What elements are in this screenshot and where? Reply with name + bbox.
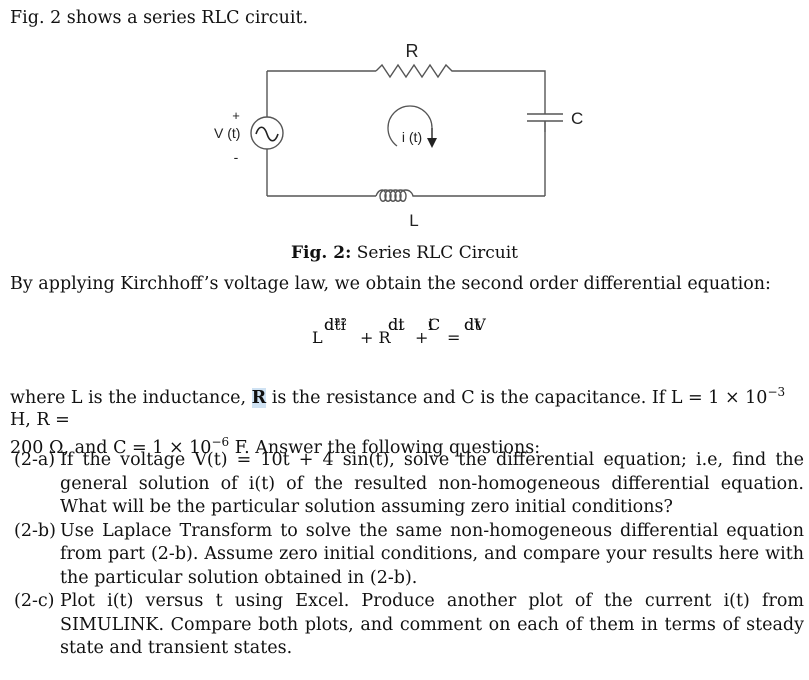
eq-dt2: dt² [324,315,348,334]
question-label: (2-b) [14,520,56,541]
where-line-1: where L is the inductance, R is the resi… [10,385,786,430]
highlighted-R: R [251,387,267,408]
eq-d2i: d²i [324,315,346,334]
sine-wave-icon [255,126,279,142]
intro-text: Fig. 2 shows a series RLC circuit. [10,8,309,28]
eq-plus: + [415,328,429,347]
inductor-symbol [375,189,452,202]
eq-C: C [428,315,441,334]
caption-label: Fig. 2: [290,243,352,263]
capacitor-symbol [527,113,563,132]
eq-di: di [388,315,404,334]
kvl-sentence: By applying Kirchhoff’s voltage law, we … [10,274,771,294]
question-label: (2-c) [14,591,55,611]
resistor-symbol [375,63,456,79]
eq-dV: dV [464,315,486,334]
current-arrowhead-icon [427,138,437,148]
question-2a: (2-a) If the voltage V(t) = 10t + 4 sin(… [14,449,804,520]
where-line-2: 200 Ω, and C = 1 × 10−6 F. Answer the fo… [10,434,541,458]
voltage-label: V (t) [214,125,240,141]
caption-text: Series RLC Circuit [351,243,519,263]
figure-caption: Fig. 2: Series RLC Circuit [0,243,809,263]
voltage-plus-sign: + [232,108,240,123]
resistor-label: R [406,41,419,61]
question-text: Use Laplace Transform to solve the same … [60,520,804,588]
rlc-circuit-diagram: R C L V (t) i (t) + - [214,41,583,230]
current-label: i (t) [402,129,422,145]
current-loop-arc [387,105,433,129]
questions-list: (2-a) If the voltage V(t) = 10t + 4 sin(… [14,449,804,661]
eq-i: i [428,315,434,334]
question-2b: (2-b) Use Laplace Transform to solve the… [14,520,804,591]
question-2c: (2-c) Plot i(t) versus t using Excel. Pr… [14,590,804,661]
current-loop-arc-2 [387,127,398,147]
wire-top-right [456,70,546,114]
capacitor-label: C [571,109,583,128]
eq-dt-2: dt [464,315,481,334]
question-text: If the voltage V(t) = 10t + 4 sin(t), so… [60,450,804,517]
eq-L: L [312,328,323,347]
voltage-minus-sign: - [234,149,239,165]
question-label: (2-a) [14,450,56,470]
eq-plus-r: + R [360,328,391,347]
eq-equals: = [447,328,461,347]
where-paragraph: where L is the inductance, R is the resi… [10,381,800,459]
eq-dt: dt [388,315,405,334]
question-text: Plot i(t) versus t using Excel. Produce … [60,591,804,658]
inductor-label: L [409,211,418,230]
